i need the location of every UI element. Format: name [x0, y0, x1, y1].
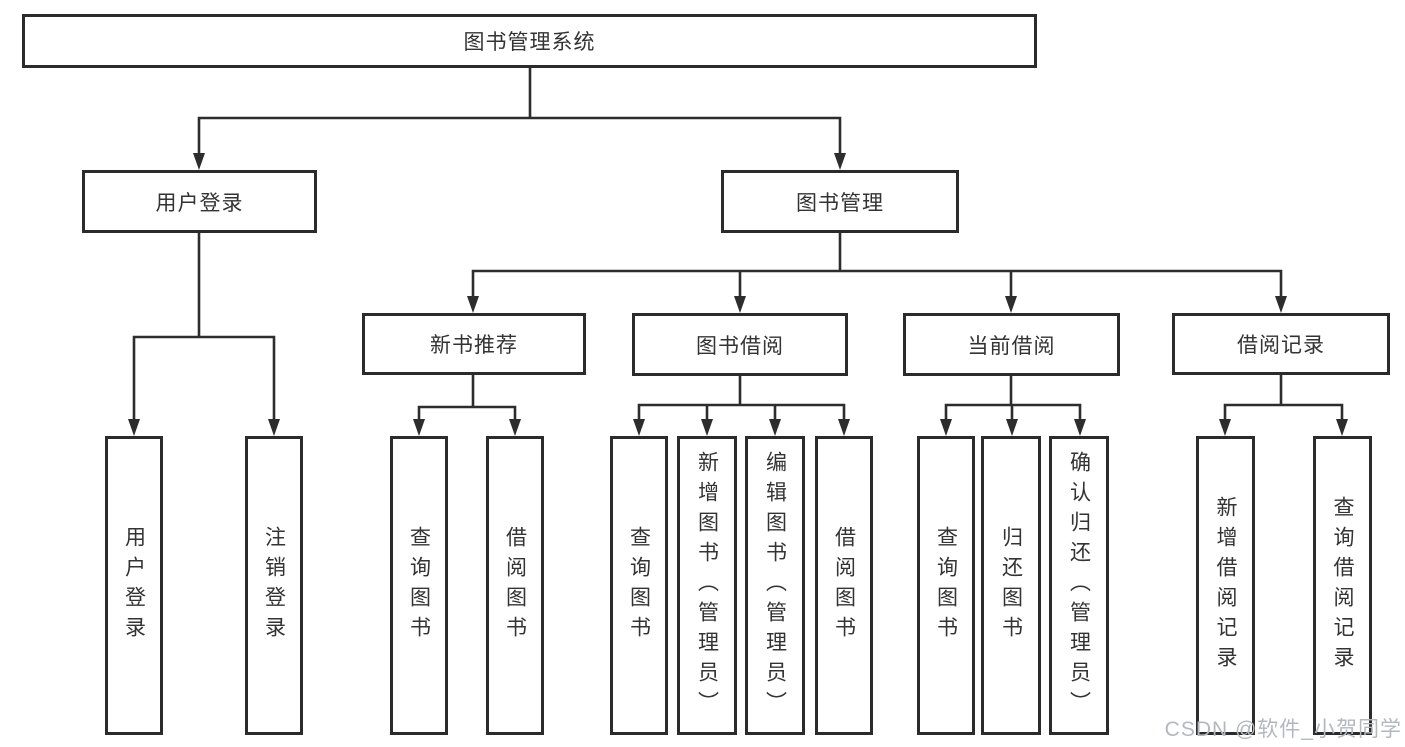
node-label: 查询图书 [407, 525, 431, 646]
leaf-return-books: 归还图书 [981, 436, 1041, 735]
leaf-borrow-books: 借阅图书 [815, 436, 873, 735]
node-label: 用户登录 [122, 525, 146, 646]
node-label: 用户登录 [155, 191, 244, 215]
arrowheads [128, 153, 1348, 436]
leaf-query-books-recommend: 查询图书 [390, 436, 448, 735]
leaf-add-books-admin: 新增图书（管理员） [677, 436, 737, 735]
leaf-edit-books-admin: 编辑图书（管理员） [745, 436, 805, 735]
node-label: 借阅图书 [503, 525, 527, 646]
node-label: 查询借阅记录 [1331, 495, 1354, 676]
node-label: 注销登录 [262, 525, 286, 646]
leaf-logout: 注销登录 [245, 436, 303, 735]
node-label: 编辑图书（管理员） [763, 450, 787, 721]
node-book-management: 图书管理 [721, 170, 959, 233]
node-label: 新增借阅记录 [1214, 495, 1237, 676]
leaf-query-books-current: 查询图书 [917, 436, 975, 735]
node-book-borrowing: 图书借阅 [632, 313, 848, 376]
node-label: 新增图书（管理员） [695, 450, 719, 721]
leaf-query-borrow-record: 查询借阅记录 [1313, 436, 1372, 735]
node-label: 查询图书 [627, 525, 651, 646]
node-label: 图书借阅 [696, 334, 784, 358]
node-user-login: 用户登录 [82, 170, 317, 233]
node-system-root: 图书管理系统 [22, 14, 1037, 68]
node-label: 新书推荐 [430, 334, 518, 357]
leaf-user-login: 用户登录 [105, 436, 163, 735]
node-label: 图书管理系统 [463, 31, 596, 54]
csdn-watermark: CSDN @软件_小贺同学 [1164, 718, 1402, 741]
node-current-borrowing: 当前借阅 [903, 313, 1120, 376]
leaf-add-borrow-record: 新增借阅记录 [1196, 436, 1255, 735]
leaf-confirm-return-admin: 确认归还（管理员） [1049, 436, 1109, 735]
node-label: 查询图书 [934, 525, 958, 646]
leaf-query-books-borrow: 查询图书 [610, 436, 668, 735]
node-label: 当前借阅 [967, 334, 1056, 358]
node-borrowing-records: 借阅记录 [1172, 313, 1390, 375]
node-new-book-recommend: 新书推荐 [362, 313, 586, 375]
node-label: 归还图书 [999, 525, 1023, 646]
leaf-borrow-books-recommend: 借阅图书 [486, 436, 544, 735]
node-label: 图书管理 [796, 191, 884, 215]
node-label: 借阅记录 [1237, 334, 1325, 357]
connector-lines [132, 66, 1344, 423]
node-label: 借阅图书 [832, 525, 856, 646]
node-label: 确认归还（管理员） [1067, 450, 1091, 721]
